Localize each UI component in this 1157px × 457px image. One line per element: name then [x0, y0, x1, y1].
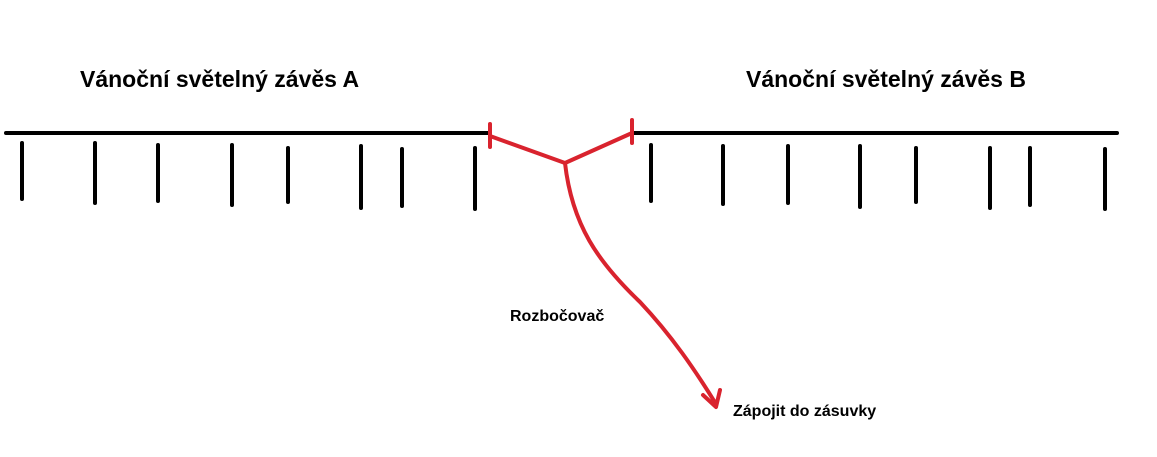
curtain-a: [4, 131, 492, 211]
curtain-a-label: Vánoční světelný závěs A: [80, 66, 360, 92]
plug-arrow-icon: [701, 388, 722, 409]
plug-in-label: Zápojit do zásuvky: [733, 403, 877, 420]
curtain-b-label: Vánoční světelný závěs B: [746, 66, 1026, 92]
splitter-branches: [488, 131, 634, 165]
splitter: [488, 118, 722, 409]
splitter-label: Rozbočovač: [510, 308, 605, 325]
curtain-b: [630, 131, 1119, 211]
splitter-power-cable: [563, 161, 718, 406]
